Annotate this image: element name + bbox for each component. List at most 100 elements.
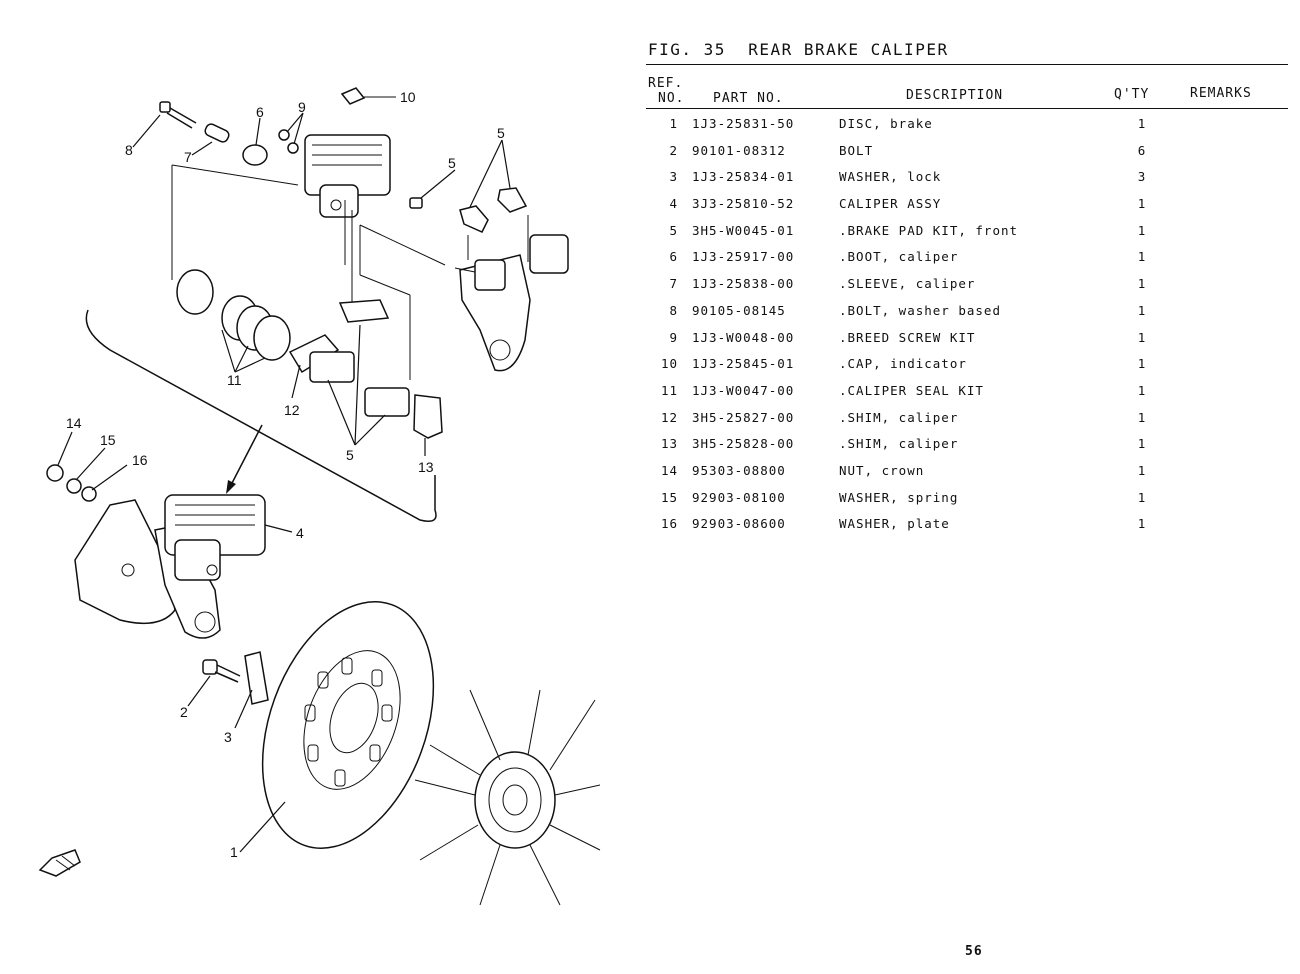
table-row: 10 1J3-25845-01 .CAP, indicator 1: [648, 356, 1288, 383]
quantity: 1: [1137, 516, 1147, 532]
arrow-head: [226, 480, 236, 494]
description: WASHER, lock: [839, 169, 942, 185]
part-no: 90105-08145: [692, 302, 786, 318]
part-no: 90101-08312: [692, 142, 786, 158]
pad-clip-b: [497, 187, 528, 213]
part-no: 1J3-25838-00: [692, 276, 795, 292]
ref-no: 15: [660, 489, 678, 505]
table-row: 6 1J3-25917-00 .BOOT, caliper 1: [648, 249, 1288, 276]
quantity: 1: [1137, 489, 1147, 505]
ref-no: 2: [669, 142, 678, 158]
description: .BREED SCREW KIT: [839, 329, 976, 345]
callout-11: 11: [227, 372, 242, 388]
subassembly-outline: [85, 309, 437, 522]
col-ref-line1: REF.: [648, 76, 684, 91]
figure-title: FIG. 35 REAR BRAKE CALIPER: [648, 40, 949, 59]
wheel-hub: [414, 689, 601, 906]
piston-seals-11: [176, 269, 291, 361]
part-no: 1J3-25917-00: [692, 249, 795, 265]
sleeve-7: [204, 123, 230, 143]
exploded-diagram: 8 7 6 9 10 5 5 11 12 5 13 14 15 16 4 2 3…: [0, 0, 620, 974]
quantity: 1: [1137, 382, 1147, 398]
ref-no: 12: [660, 409, 678, 425]
callout-4: 4: [296, 525, 304, 541]
cap-10: [340, 87, 366, 105]
description: .CALIPER SEAL KIT: [839, 382, 984, 398]
callout-3: 3: [224, 729, 232, 745]
pad-b: [364, 387, 410, 417]
caliper-bracket-upper: [454, 234, 569, 372]
table-row: 4 3J3-25810-52 CALIPER ASSY 1: [648, 196, 1288, 223]
callout-5-pads: 5: [346, 447, 354, 463]
washer-15: [66, 478, 82, 494]
col-ref-line2: NO.: [658, 91, 685, 106]
quantity: 1: [1137, 222, 1147, 238]
quantity: 1: [1137, 436, 1147, 452]
part-no: 92903-08600: [692, 516, 786, 532]
quantity: 1: [1137, 356, 1147, 372]
quantity: 1: [1137, 409, 1147, 425]
pad-pin: [409, 197, 423, 209]
ref-no: 8: [669, 302, 678, 318]
callout-5-pin: 5: [448, 155, 456, 171]
part-no: 95303-08800: [692, 462, 786, 478]
quantity: 1: [1137, 116, 1147, 131]
ref-no: 10: [660, 356, 678, 372]
table-row: 3 1J3-25834-01 WASHER, lock 3: [648, 169, 1288, 196]
shim-13: [413, 394, 443, 439]
table-row: 7 1J3-25838-00 .SLEEVE, caliper 1: [648, 276, 1288, 303]
bolt-8: [159, 101, 197, 129]
table-row: 11 1J3-W0047-00 .CALIPER SEAL KIT 1: [648, 383, 1288, 410]
brake-disc-1: [261, 601, 435, 849]
description: .SHIM, caliper: [839, 436, 959, 452]
col-part-no: PART NO.: [713, 91, 784, 106]
quantity: 1: [1137, 302, 1147, 318]
bolt-2: [202, 659, 218, 675]
ref-no: 9: [669, 329, 678, 345]
part-no: 1J3-25831-50: [692, 116, 795, 131]
part-no: 3H5-W0045-01: [692, 222, 795, 238]
description: .CAP, indicator: [839, 356, 967, 372]
table-row: 9 1J3-W0048-00 .BREED SCREW KIT 1: [648, 330, 1288, 357]
pad-a: [309, 351, 355, 383]
callout-12: 12: [284, 402, 300, 418]
ref-no: 16: [660, 516, 678, 532]
pad-clip-a: [459, 205, 489, 233]
callout-14: 14: [66, 415, 82, 431]
ref-no: 4: [669, 196, 678, 212]
bleed-screw-9a: [278, 129, 290, 141]
parts-list: 1 1J3-25831-50 DISC, brake 1 2 90101-083…: [648, 116, 1288, 543]
description: WASHER, plate: [839, 516, 950, 532]
col-qty: Q'TY: [1114, 87, 1150, 102]
callout-8: 8: [125, 142, 133, 158]
anti-rattle-spring: [338, 299, 390, 323]
col-description: DESCRIPTION: [906, 88, 1004, 103]
part-no: 1J3-W0047-00: [692, 382, 795, 398]
quantity: 3: [1137, 169, 1147, 185]
ref-no: 6: [669, 249, 678, 265]
callout-2: 2: [180, 704, 188, 720]
front-arrow-icon: [38, 849, 81, 877]
header-rule: [646, 108, 1288, 109]
quantity: 1: [1137, 462, 1147, 478]
quantity: 6: [1137, 142, 1147, 158]
table-row: 12 3H5-25827-00 .SHIM, caliper 1: [648, 410, 1288, 437]
ref-no: 14: [660, 462, 678, 478]
description: WASHER, spring: [839, 489, 959, 505]
callout-10: 10: [400, 89, 416, 105]
description: .SLEEVE, caliper: [839, 276, 976, 292]
quantity: 1: [1137, 249, 1147, 265]
part-no: 1J3-25834-01: [692, 169, 795, 185]
callout-9: 9: [298, 99, 306, 115]
table-row: 15 92903-08100 WASHER, spring 1: [648, 490, 1288, 517]
part-no: 1J3-25845-01: [692, 356, 795, 372]
page-number: 56: [965, 944, 983, 959]
ref-no: 3: [669, 169, 678, 185]
ref-no: 11: [660, 382, 678, 398]
description: BOLT: [839, 142, 874, 158]
description: DISC, brake: [839, 116, 933, 131]
nut-14: [46, 464, 64, 482]
table-row: 16 92903-08600 WASHER, plate 1: [648, 516, 1288, 543]
ref-no: 1: [669, 116, 678, 131]
part-no: 1J3-W0048-00: [692, 329, 795, 345]
